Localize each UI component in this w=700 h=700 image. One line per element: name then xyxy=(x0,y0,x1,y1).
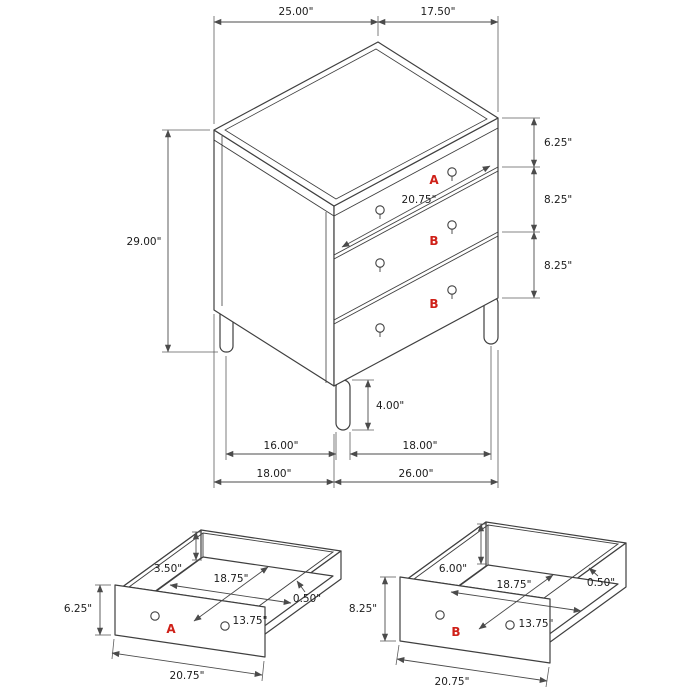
dim-leg-spacing-side: 16.00" xyxy=(264,440,299,452)
dim-overall-height: 29.00" xyxy=(127,236,162,248)
drawer-b-detail: B 8.25" 6.00" 18.75" 13.75" 0.50" 20.75" xyxy=(349,521,627,688)
dim-leg-spacing-front: 18.00" xyxy=(403,440,438,452)
dim-drawer-a-inner-width: 18.75" xyxy=(214,573,249,585)
dim-drawer-a-side-height: 3.50" xyxy=(154,563,182,575)
chest-drawer-label-middle: B xyxy=(429,234,438,248)
drawer-a-detail: A 6.25" 3.50" 18.75" 13.75" 0.50" 20.75" xyxy=(64,529,342,682)
knob-icon xyxy=(375,323,385,333)
chest-isometric: A B B xyxy=(213,41,499,431)
chest-dimensions: 25.00" 17.50" 6.25" 8.25" 8.25" 29.00" 2… xyxy=(127,6,572,488)
chest-leg-front xyxy=(335,379,351,431)
dim-drawer-b-front-width: 20.75" xyxy=(435,676,470,688)
dim-top-drawer-height: 6.25" xyxy=(544,137,572,149)
dim-top-width: 25.00" xyxy=(279,6,314,18)
knob-icon xyxy=(447,220,457,230)
dim-drawer-a-front-height: 6.25" xyxy=(64,603,92,615)
dim-drawer-a-thickness: 0.50" xyxy=(293,593,321,605)
chest-drawer-label-top: A xyxy=(429,173,439,187)
dim-drawer-b-thickness: 0.50" xyxy=(587,577,615,589)
knob-icon xyxy=(447,285,457,295)
dim-top-depth: 17.50" xyxy=(421,6,456,18)
dim-overall-width: 26.00" xyxy=(399,468,434,480)
knob-icon xyxy=(220,621,230,631)
top-slab-edge-side xyxy=(213,139,335,217)
drawer-a-label: A xyxy=(166,622,176,636)
knob-icon xyxy=(505,620,515,630)
knob-icon xyxy=(150,611,160,621)
dim-drawer-b-side-height: 6.00" xyxy=(439,563,467,575)
dim-drawer-a-inner-depth: 13.75" xyxy=(233,615,268,627)
dim-drawer-front-width: 20.75" xyxy=(402,194,437,206)
dim-drawer-a-front-width: 20.75" xyxy=(170,670,205,682)
drawer-b-label: B xyxy=(451,625,460,639)
knob-icon xyxy=(375,205,385,215)
knob-icon xyxy=(375,258,385,268)
chest-drawer-label-bottom: B xyxy=(429,297,438,311)
chest-top-face-inset xyxy=(224,48,488,200)
knob-icon xyxy=(435,610,445,620)
dim-leg-height: 4.00" xyxy=(376,400,404,412)
chest-top-face xyxy=(213,41,499,207)
dim-drawer-b-front-height: 8.25" xyxy=(349,603,377,615)
dim-drawer-b-inner-width: 18.75" xyxy=(497,579,532,591)
dim-bottom-drawer-height: 8.25" xyxy=(544,260,572,272)
dim-drawer-b-inner-depth: 13.75" xyxy=(519,618,554,630)
drawer-divider-2b xyxy=(333,235,499,325)
knob-icon xyxy=(447,167,457,177)
dim-overall-depth: 18.00" xyxy=(257,468,292,480)
dim-middle-drawer-height: 8.25" xyxy=(544,194,572,206)
